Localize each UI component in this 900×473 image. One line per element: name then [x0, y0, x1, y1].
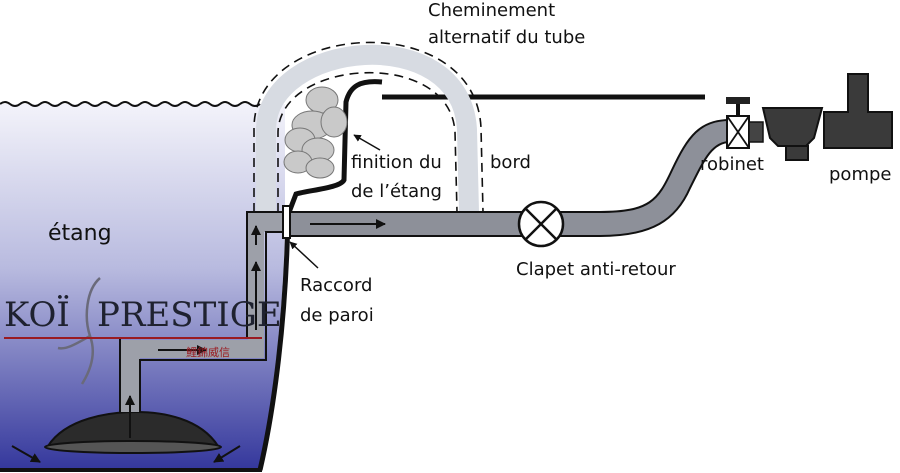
label-pond: étang — [48, 221, 112, 246]
pond-wall — [257, 79, 383, 471]
suction-flow-arrows — [125, 225, 261, 438]
inflow-arrows — [11, 445, 241, 463]
finish-pointer — [353, 134, 381, 151]
water-surface-line — [0, 101, 261, 107]
wall-fitting-pointer — [289, 241, 319, 269]
label-alt-route-1: Cheminement — [428, 0, 555, 21]
pond-water — [0, 104, 285, 470]
valve — [726, 97, 750, 149]
alt-tube-outline-inner — [277, 71, 458, 213]
logo-text-left: KOÏ — [4, 295, 70, 335]
label-finish-2: de l’étang — [351, 181, 442, 202]
valve-to-pump-pipe — [748, 121, 764, 143]
koi-prestige-logo: KOÏ PRESTIGE 鯉錦威信 — [4, 277, 282, 385]
check-valve — [517, 200, 565, 248]
label-alt-route-2: alternatif du tube — [428, 27, 585, 48]
label-wall-fitting-1: Raccord — [300, 275, 372, 296]
pump — [761, 73, 893, 161]
wall-fitting — [282, 205, 291, 239]
label-pump: pompe — [829, 164, 891, 185]
bottom-drain-dome — [44, 410, 222, 454]
logo-subtitle: 鯉錦威信 — [186, 345, 230, 359]
label-check-valve: Clapet anti-retour — [516, 259, 676, 280]
edge-rocks — [283, 86, 348, 179]
logo-text-right: PRESTIGE — [97, 295, 282, 335]
label-edge: bord — [490, 152, 531, 173]
label-finish-1: finition du — [351, 152, 442, 173]
alt-tube-outline-outer — [253, 41, 484, 213]
alt-tube-route — [256, 45, 479, 213]
label-valve: robinet — [700, 154, 764, 175]
label-wall-fitting-2: de paroi — [300, 305, 374, 326]
